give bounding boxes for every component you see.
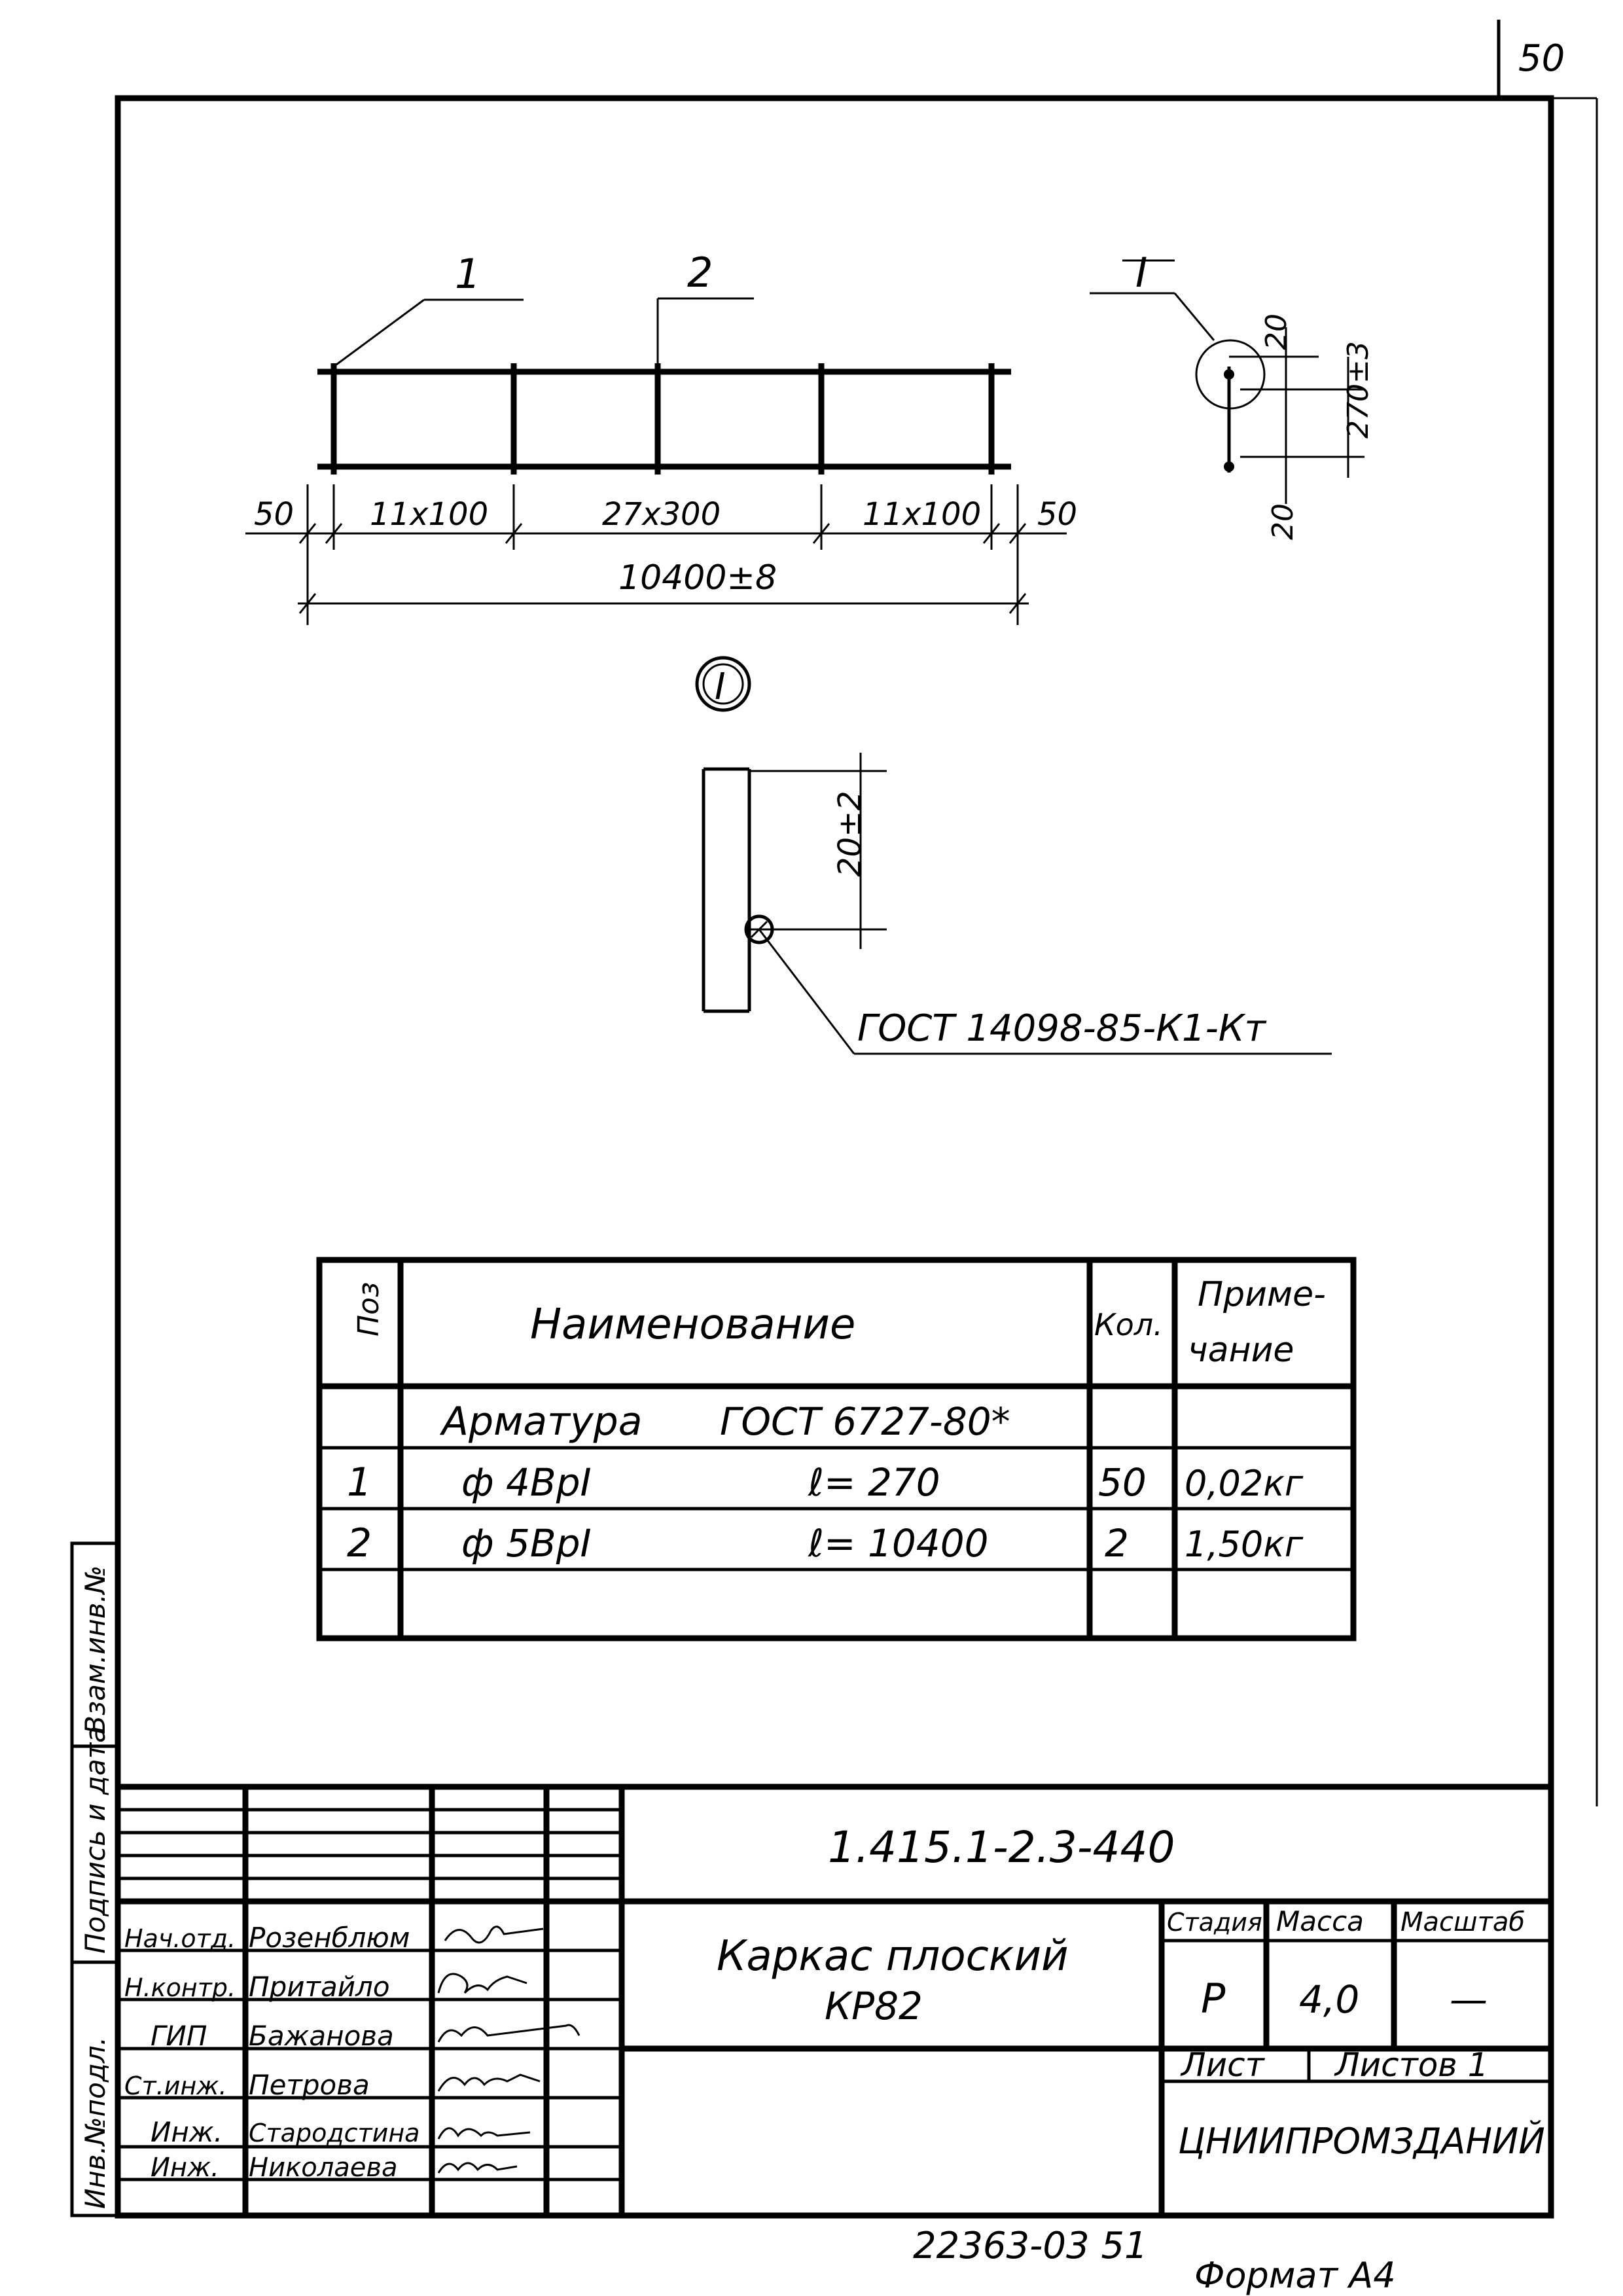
mass-value: 4,0 xyxy=(1299,1977,1359,2022)
doc-code: 1.415.1-2.3-440 xyxy=(828,1822,1175,1873)
spec-row-2-length: ℓ= 10400 xyxy=(808,1521,989,1566)
side-stamp: Взам.инв.№ Подпись и дата Инв.№подл. xyxy=(70,1541,120,2217)
dim-left-50: 50 xyxy=(254,496,294,533)
side-stamp-podpis-data: Подпись и дата xyxy=(79,1726,111,1954)
signature-1 xyxy=(444,1926,544,1944)
spec-group-title-left: Арматура xyxy=(439,1399,642,1444)
spec-table: Поз Наименование Кол. Приме- чание Армат… xyxy=(316,1257,1357,1641)
section-dim-20-bottom: 20 xyxy=(1266,503,1300,540)
dim-right-50: 50 xyxy=(1037,496,1077,533)
detail-view: I 20±2 ГОСТ 14098-85-К1-Кт xyxy=(695,656,1332,1055)
side-stamp-inv-podl: Инв.№подл. xyxy=(79,2037,111,2209)
person-role-1: Нач.отд. xyxy=(124,1924,236,1953)
person-role-6: Инж. xyxy=(151,2153,219,2183)
position-label-2: 2 xyxy=(687,249,713,296)
person-name-2: Притайло xyxy=(249,1971,390,2003)
section-label: I xyxy=(1135,249,1147,296)
spec-row-1-qty: 50 xyxy=(1098,1460,1147,1505)
signature-5 xyxy=(437,2127,531,2140)
col-mass-label: Масса xyxy=(1276,1905,1364,1937)
person-name-1: Розенблюм xyxy=(249,1922,410,1954)
dim-11x100-right: 11x100 xyxy=(863,496,981,533)
spec-row-1-length: ℓ= 270 xyxy=(808,1460,940,1505)
organization-name: ЦНИИПРОМЗДАНИЙ xyxy=(1178,2121,1545,2162)
spec-header-pos: Поз xyxy=(352,1282,385,1336)
spec-row-2-qty: 2 xyxy=(1105,1521,1129,1566)
col-stage-label: Стадия xyxy=(1167,1908,1262,1937)
detail-circle-label: I xyxy=(715,666,726,708)
signature-3 xyxy=(437,2024,580,2043)
archive-code: 22363-03 51 xyxy=(913,2225,1148,2267)
spec-row-1-name: ф 4ВрI xyxy=(461,1460,592,1505)
person-name-4: Петрова xyxy=(249,2069,370,2101)
spec-row-2-name: ф 5ВрI xyxy=(461,1521,592,1566)
dim-27x300: 27x300 xyxy=(602,496,721,533)
sheet-label: Лист xyxy=(1180,2046,1266,2084)
signature-4 xyxy=(437,2073,541,2092)
spec-row-2-note: 1,50кг xyxy=(1185,1524,1304,1565)
stage-value: Р xyxy=(1201,1975,1226,2022)
position-label-1: 1 xyxy=(455,250,480,298)
frame-elevation: 1 2 50 11x100 27x300 11x100 50 10400±8 xyxy=(245,249,1077,625)
sheets-count-label: Листов 1 xyxy=(1334,2046,1488,2084)
drawing-frame xyxy=(115,95,1554,2219)
spec-header-note-1: Приме- xyxy=(1198,1275,1326,1314)
spec-row-1-pos: 1 xyxy=(347,1460,372,1505)
drawing-title-line-2: КР82 xyxy=(825,1984,923,2028)
person-name-3: Бажанова xyxy=(249,2020,394,2052)
spec-row-2-pos: 2 xyxy=(347,1520,372,1566)
drawing-title-line-1: Каркас плоский xyxy=(717,1932,1069,1981)
person-name-6: Николаева xyxy=(249,2153,397,2183)
dim-11x100-left: 11x100 xyxy=(370,496,488,533)
signature-2 xyxy=(437,1973,527,1994)
weld-note: ГОСТ 14098-85-К1-Кт xyxy=(857,1007,1267,1050)
frame-section: I 20 270±3 20 xyxy=(1090,249,1375,540)
section-dim-20-top: 20 xyxy=(1260,314,1293,350)
format-label: Формат А4 xyxy=(1194,2255,1396,2296)
dim-total-length: 10400±8 xyxy=(618,558,777,598)
spec-header-name: Наименование xyxy=(530,1300,855,1349)
scale-value: — xyxy=(1450,1977,1488,2022)
signature-6 xyxy=(437,2162,518,2174)
person-role-2: Н.контр. xyxy=(124,1973,236,2002)
detail-dim-20: 20±2 xyxy=(832,791,868,877)
spec-group-title-right: ГОСТ 6727-80* xyxy=(720,1399,1010,1444)
sheet-number-corner: 50 xyxy=(1518,37,1565,80)
spec-header-qty: Кол. xyxy=(1094,1307,1163,1342)
spec-row-1-note: 0,02кг xyxy=(1185,1463,1304,1504)
person-role-4: Ст.инж. xyxy=(124,2072,227,2100)
person-name-5: Стародстина xyxy=(249,2119,419,2147)
spec-header-note-2: чание xyxy=(1188,1331,1294,1370)
side-stamp-vzam-inv: Взам.инв.№ xyxy=(79,1566,111,1734)
title-block: 1.415.1-2.3-440 Каркас плоский КР82 Стад… xyxy=(118,1784,1551,2215)
person-role-5: Инж. xyxy=(151,2116,223,2148)
section-dim-270: 270±3 xyxy=(1342,341,1375,439)
col-scale-label: Масштаб xyxy=(1400,1907,1525,1937)
person-role-3: ГИП xyxy=(151,2020,207,2052)
